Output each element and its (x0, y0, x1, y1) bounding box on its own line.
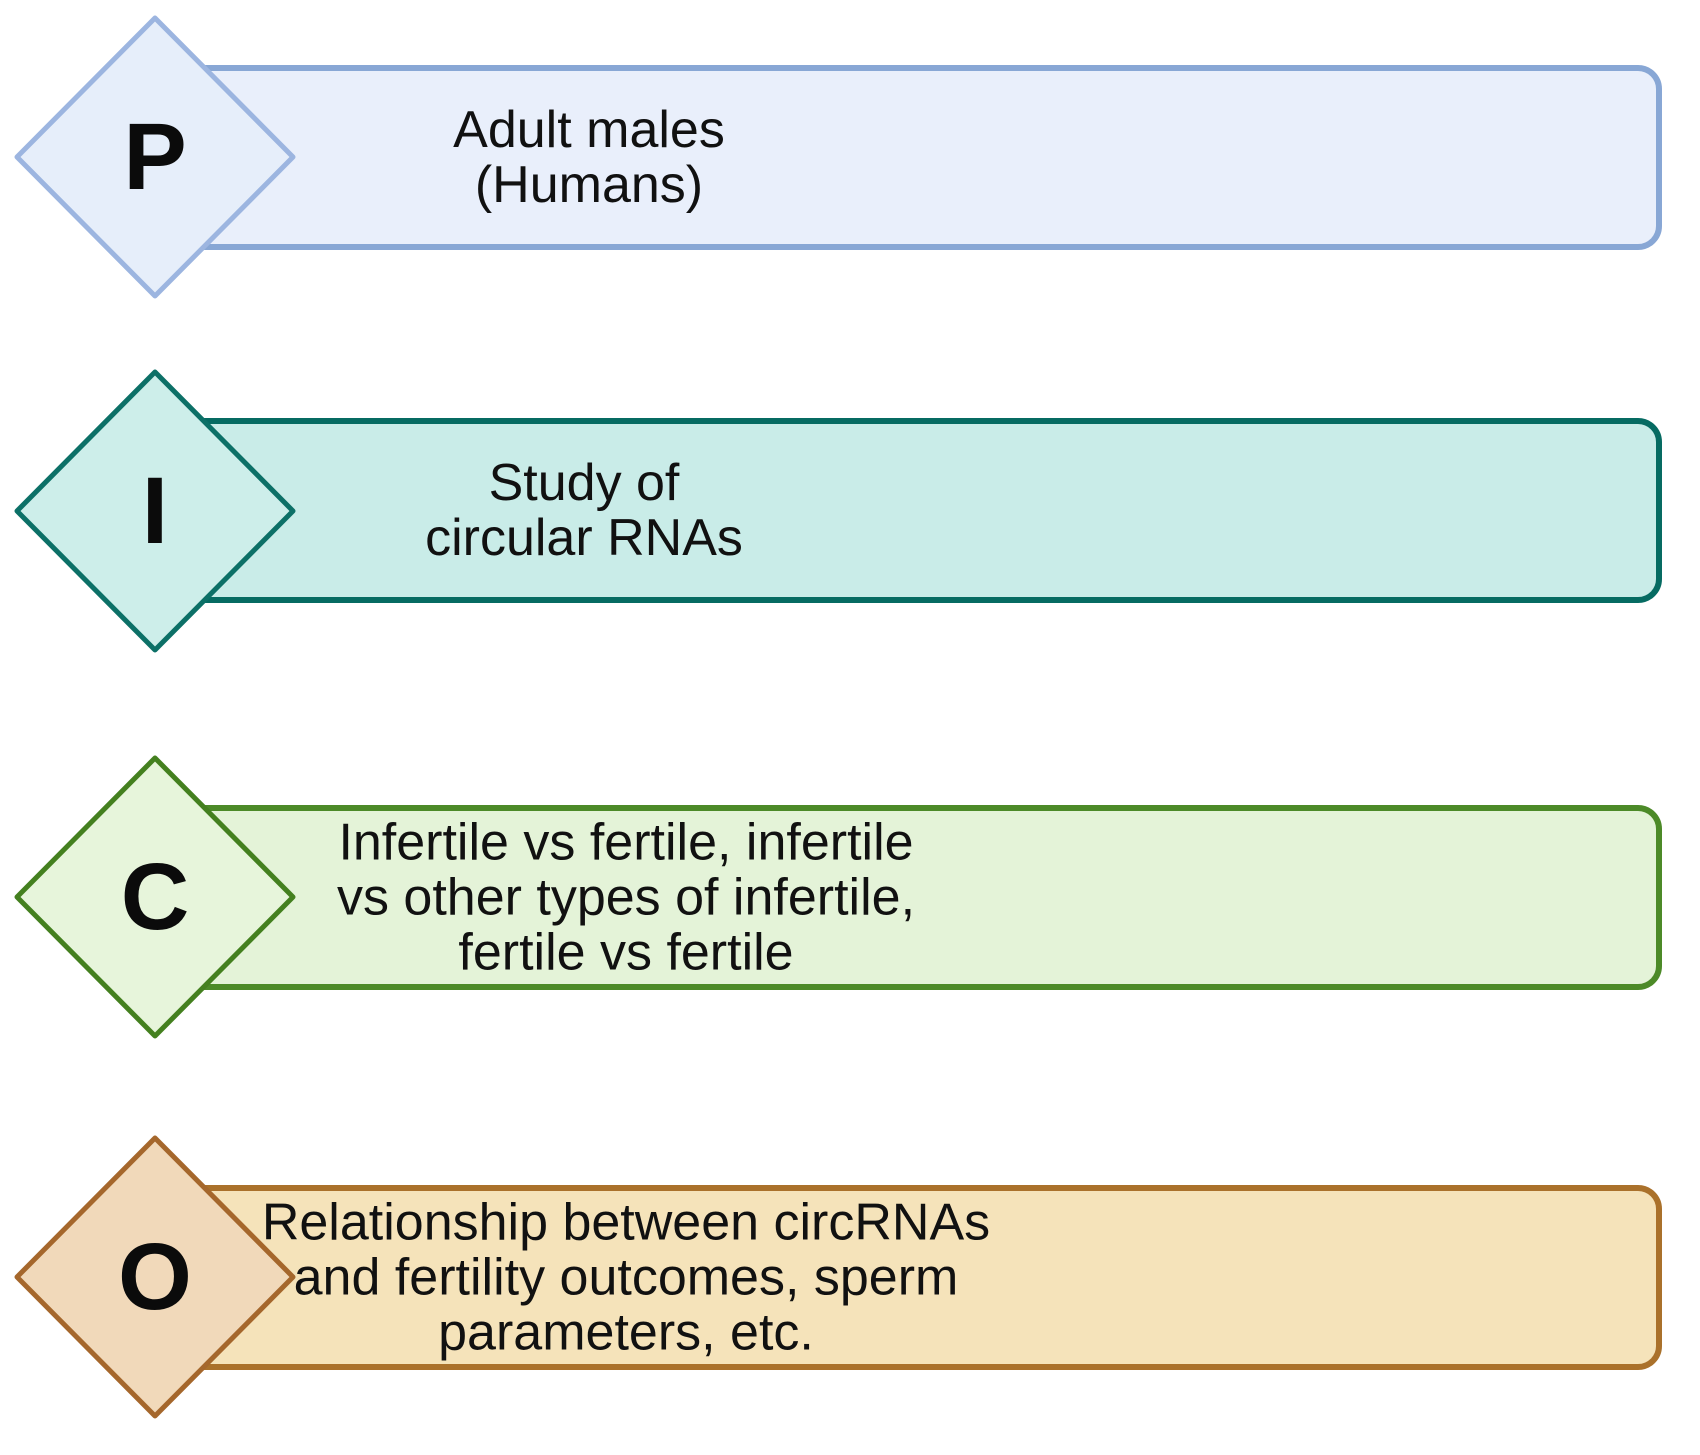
comparison-text-line: vs other types of infertile, (336, 868, 916, 926)
population-text: Adult males (Humans) (219, 100, 959, 214)
outcome-letter: O (118, 1223, 192, 1330)
outcome-text-line: Relationship between circRNAs (261, 1193, 991, 1251)
outcome-text-line: parameters, etc. (438, 1303, 814, 1361)
intervention-text: Study of circular RNAs (214, 453, 954, 567)
population-diamond-icon (14, 15, 296, 299)
population-text-line: (Humans) (474, 155, 704, 214)
outcome-text-line: and fertility outcomes, sperm (293, 1248, 959, 1306)
intervention-text-line: Study of (488, 453, 680, 512)
intervention-bar: Study of circular RNAs (175, 418, 1662, 603)
comparison-text-line: Infertile vs fertile, infertile (338, 813, 914, 871)
population-text-line: Adult males (453, 100, 725, 159)
intervention-text-line: circular RNAs (425, 508, 743, 567)
comparison-letter: C (120, 843, 190, 950)
outcome-diamond-icon (14, 1135, 296, 1419)
population-bar: Adult males (Humans) (175, 65, 1662, 250)
outcome-text: Relationship between circRNAs and fertil… (256, 1195, 996, 1360)
population-letter: P (123, 103, 187, 210)
intervention-diamond-icon (14, 369, 296, 653)
comparison-text-line: fertile vs fertile (458, 923, 794, 981)
outcome-bar: Relationship between circRNAs and fertil… (175, 1185, 1662, 1370)
comparison-text: Infertile vs fertile, infertile vs other… (256, 815, 996, 980)
comparison-bar: Infertile vs fertile, infertile vs other… (175, 805, 1662, 990)
comparison-diamond-icon (14, 755, 296, 1039)
intervention-letter: I (141, 457, 169, 564)
